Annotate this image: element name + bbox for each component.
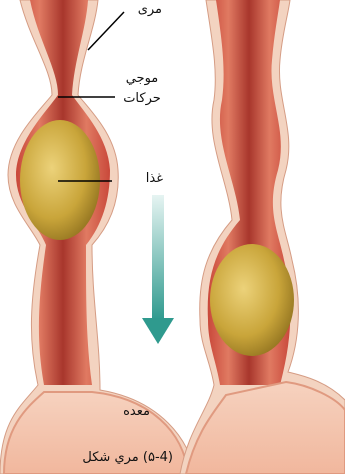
right-esophagus (180, 0, 345, 474)
esophagus-label: مری (138, 3, 162, 18)
figure-caption: (۵-4) مري شكل (82, 451, 173, 466)
right-food-bolus (210, 244, 294, 356)
food-label: غذا (146, 172, 163, 187)
stomach-label: معده (123, 405, 150, 420)
peristalsis-label-line1: موجي (118, 72, 166, 87)
peristalsis-label-line2: حرکات (118, 92, 166, 107)
left-food-bolus (20, 120, 100, 240)
arrow-down-icon (142, 195, 174, 344)
